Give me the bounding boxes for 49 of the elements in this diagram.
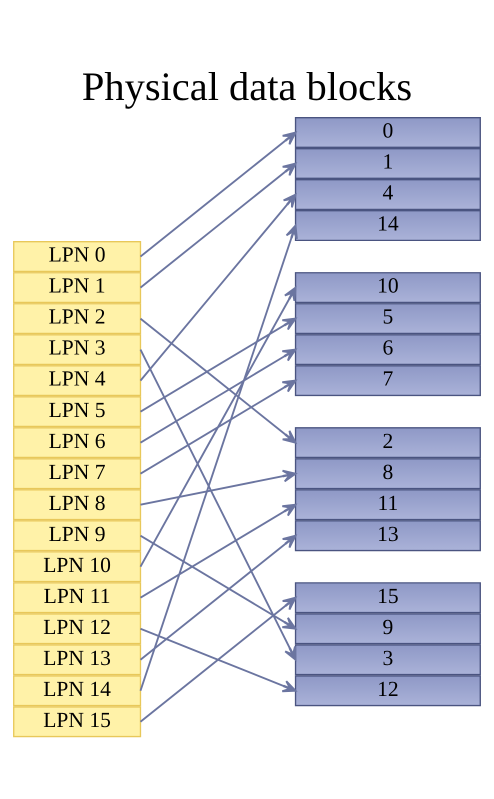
- node-box: LPN 8: [13, 489, 142, 520]
- node-box: LPN 5: [13, 396, 142, 428]
- node-box: 14: [294, 210, 481, 242]
- arrow: [140, 132, 296, 258]
- node-box: LPN 2: [13, 303, 142, 334]
- arrow: [140, 534, 296, 630]
- node-box: 4: [294, 179, 481, 210]
- arrow: [140, 162, 296, 288]
- node-box: 6: [294, 334, 481, 366]
- arrow: [140, 348, 296, 444]
- node-box: 11: [294, 489, 481, 520]
- arrow: [140, 318, 296, 412]
- node-box: LPN 11: [13, 582, 142, 614]
- node-box: 8: [294, 458, 481, 490]
- arrow: [140, 470, 296, 506]
- node-box: LPN 14: [13, 675, 142, 706]
- node-box: 5: [294, 303, 481, 334]
- node-box: 0: [294, 117, 481, 148]
- arrow: [140, 286, 296, 568]
- arrow: [140, 318, 296, 444]
- node-box: 13: [294, 520, 481, 552]
- node-box: 7: [294, 365, 481, 396]
- arrow: [140, 628, 296, 692]
- arrow: [140, 349, 296, 661]
- arrow: [140, 224, 298, 692]
- node-box: LPN 12: [13, 613, 142, 644]
- node-box: 12: [294, 675, 481, 706]
- node-box: 3: [294, 644, 481, 676]
- node-box: LPN 0: [13, 241, 142, 272]
- node-box: 1: [294, 148, 481, 180]
- node-box: LPN 9: [13, 520, 142, 552]
- node-box: LPN 3: [13, 334, 142, 366]
- node-box: 15: [294, 582, 481, 614]
- node-box: 10: [294, 272, 481, 304]
- diagram-title: Physical data blocks: [82, 64, 412, 110]
- node-box: LPN 15: [13, 706, 142, 738]
- node-box: 9: [294, 613, 481, 644]
- arrow: [140, 194, 296, 382]
- node-box: LPN 10: [13, 551, 142, 582]
- arrow: [140, 534, 296, 660]
- arrow: [140, 504, 296, 599]
- node-box: 2: [294, 427, 481, 458]
- node-box: LPN 7: [13, 458, 142, 490]
- arrow: [140, 596, 296, 723]
- arrow: [140, 380, 296, 474]
- node-box: LPN 4: [13, 365, 142, 396]
- node-box: LPN 13: [13, 644, 142, 676]
- node-box: LPN 6: [13, 427, 142, 458]
- node-box: LPN 1: [13, 272, 142, 304]
